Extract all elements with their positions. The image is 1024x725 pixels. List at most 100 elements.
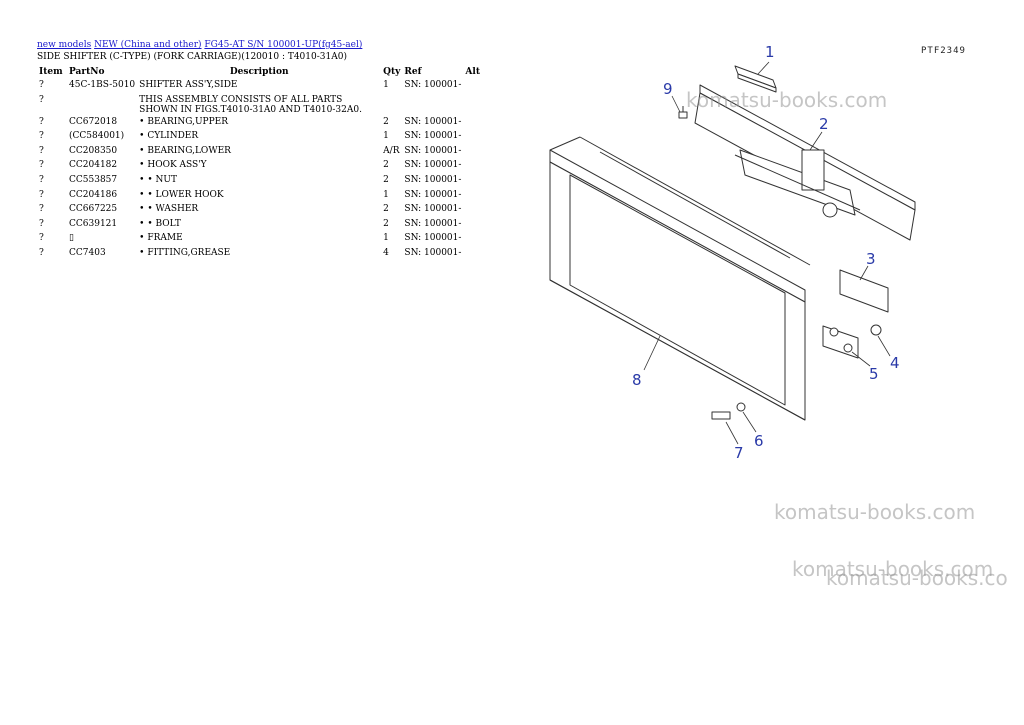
callout-4: 4 xyxy=(890,354,900,372)
parts-table: Item PartNo Description Qty Ref Alt ? 45C… xyxy=(37,65,487,262)
cell-qty: 1 xyxy=(383,80,389,90)
cell-description: • • WASHER xyxy=(139,204,199,215)
callout-3: 3 xyxy=(866,250,876,268)
callout-6: 6 xyxy=(754,432,764,450)
breadcrumb-link-model[interactable]: FG45-AT S/N 100001-UP(fg45-ael) xyxy=(204,40,363,50)
cell-ref: SN: 100001- xyxy=(404,131,462,142)
cell-partno: CC553857 xyxy=(69,174,118,185)
cell-qty: 1 xyxy=(383,233,389,244)
table-row: ? (CC584001) • CYLINDER 1 SN: 100001- xyxy=(37,130,487,145)
part-lower-bearing xyxy=(839,269,889,313)
callout-2: 2 xyxy=(819,115,829,133)
cell-partno: (CC584001) xyxy=(69,131,125,142)
part-lower-hook xyxy=(822,325,859,359)
watermark: komatsu-books.com xyxy=(774,500,976,524)
cell-item: ? xyxy=(39,116,44,127)
cell-ref: SN: 100001- xyxy=(404,247,462,258)
cell-partno: CC672018 xyxy=(69,116,118,127)
cell-description: SHIFTER ASS'Y,SIDE xyxy=(139,80,238,90)
table-row: ? CC204186 • • LOWER HOOK 1 SN: 100001- xyxy=(37,189,487,204)
callout-7: 7 xyxy=(734,444,744,462)
cell-description: • FRAME xyxy=(139,233,183,244)
cell-ref: SN: 100001- xyxy=(404,189,462,200)
breadcrumb-link-new-models[interactable]: new models xyxy=(37,40,92,50)
cell-partno: 45C-1BS-5010 xyxy=(69,80,136,90)
cell-qty: 4 xyxy=(383,247,389,258)
cell-description: • BEARING,LOWER xyxy=(139,145,231,156)
cell-description: • CYLINDER xyxy=(139,131,199,142)
exploded-parts-diagram: 1 2 3 4 5 6 7 8 9 xyxy=(549,43,916,462)
breadcrumb-link-new-china[interactable]: NEW (China and other) xyxy=(94,40,202,50)
watermark: komatsu-books.co xyxy=(826,566,1008,590)
cell-item: ? xyxy=(39,174,44,185)
cell-alt xyxy=(463,116,487,131)
callout-1: 1 xyxy=(765,43,775,61)
table-row: ? CC553857 • • NUT 2 SN: 100001- xyxy=(37,174,487,189)
cell-description: • BEARING,UPPER xyxy=(139,116,229,127)
cell-item: ? xyxy=(39,131,44,142)
cell-ref: SN: 100001- xyxy=(404,145,462,156)
part-upper-bearing xyxy=(734,65,777,93)
cell-item: ? xyxy=(39,145,44,156)
part-frame xyxy=(549,136,811,421)
cell-qty: 2 xyxy=(383,204,389,215)
cell-partno: CC208350 xyxy=(69,145,118,156)
watermark: komatsu-books.com xyxy=(686,88,888,112)
cell-partno: CC639121 xyxy=(69,218,118,229)
cell-partno: CC7403 xyxy=(69,247,106,258)
cell-qty: 2 xyxy=(383,174,389,185)
cell-ref: SN: 100001- xyxy=(404,80,462,90)
breadcrumb: new models NEW (China and other) FG45-AT… xyxy=(37,40,362,51)
cell-ref: SN: 100001- xyxy=(404,204,462,215)
cell-description: • • NUT xyxy=(139,174,177,185)
header-description: Description xyxy=(229,67,289,77)
header-alt: Alt xyxy=(465,67,480,77)
cell-item: ? xyxy=(39,204,44,215)
part-nut xyxy=(870,324,882,336)
cell-item: ? xyxy=(39,94,44,105)
cell-description: • FITTING,GREASE xyxy=(139,247,231,258)
cell-ref: SN: 100001- xyxy=(404,174,462,185)
cell-ref xyxy=(402,94,463,116)
part-bolt xyxy=(711,411,731,420)
cell-qty: 2 xyxy=(383,116,389,127)
cell-alt xyxy=(463,232,487,247)
table-row: ? CC7403 • FITTING,GREASE 4 SN: 100001- xyxy=(37,247,487,262)
cell-item: ? xyxy=(39,80,44,90)
header-partno: PartNo xyxy=(69,67,105,77)
cell-partno: CC204186 xyxy=(69,189,118,200)
callout-8: 8 xyxy=(632,371,642,389)
cell-item: ? xyxy=(39,189,44,200)
cell-qty: 1 xyxy=(383,189,389,200)
header-ref: Ref xyxy=(404,67,422,77)
cell-alt xyxy=(463,145,487,160)
cell-qty xyxy=(381,94,402,116)
cell-description: THIS ASSEMBLY CONSISTS OF ALL PARTS SHOW… xyxy=(139,94,362,115)
cell-alt xyxy=(463,130,487,145)
callout-5: 5 xyxy=(869,365,879,383)
table-row: ? THIS ASSEMBLY CONSISTS OF ALL PARTS SHO… xyxy=(37,94,487,116)
cell-alt xyxy=(463,79,487,94)
cell-ref: SN: 100001- xyxy=(404,218,462,229)
cell-qty: 1 xyxy=(383,131,389,142)
watermark: komatsu-books.com xyxy=(792,557,994,581)
cell-ref: SN: 100001- xyxy=(404,233,462,244)
cell-item: ? xyxy=(39,233,44,244)
cell-alt xyxy=(463,159,487,174)
cell-item: ? xyxy=(39,247,44,258)
header-qty: Qty xyxy=(383,67,401,77)
cell-partno: CC204182 xyxy=(69,160,118,171)
table-header-row: Item PartNo Description Qty Ref Alt xyxy=(37,65,487,79)
cell-qty: 2 xyxy=(383,160,389,171)
cell-alt xyxy=(463,247,487,262)
part-washer xyxy=(736,402,746,412)
cell-description: • • LOWER HOOK xyxy=(139,189,224,200)
cell-ref: SN: 100001- xyxy=(404,160,462,171)
cell-partno xyxy=(67,94,137,116)
cell-alt xyxy=(463,218,487,233)
